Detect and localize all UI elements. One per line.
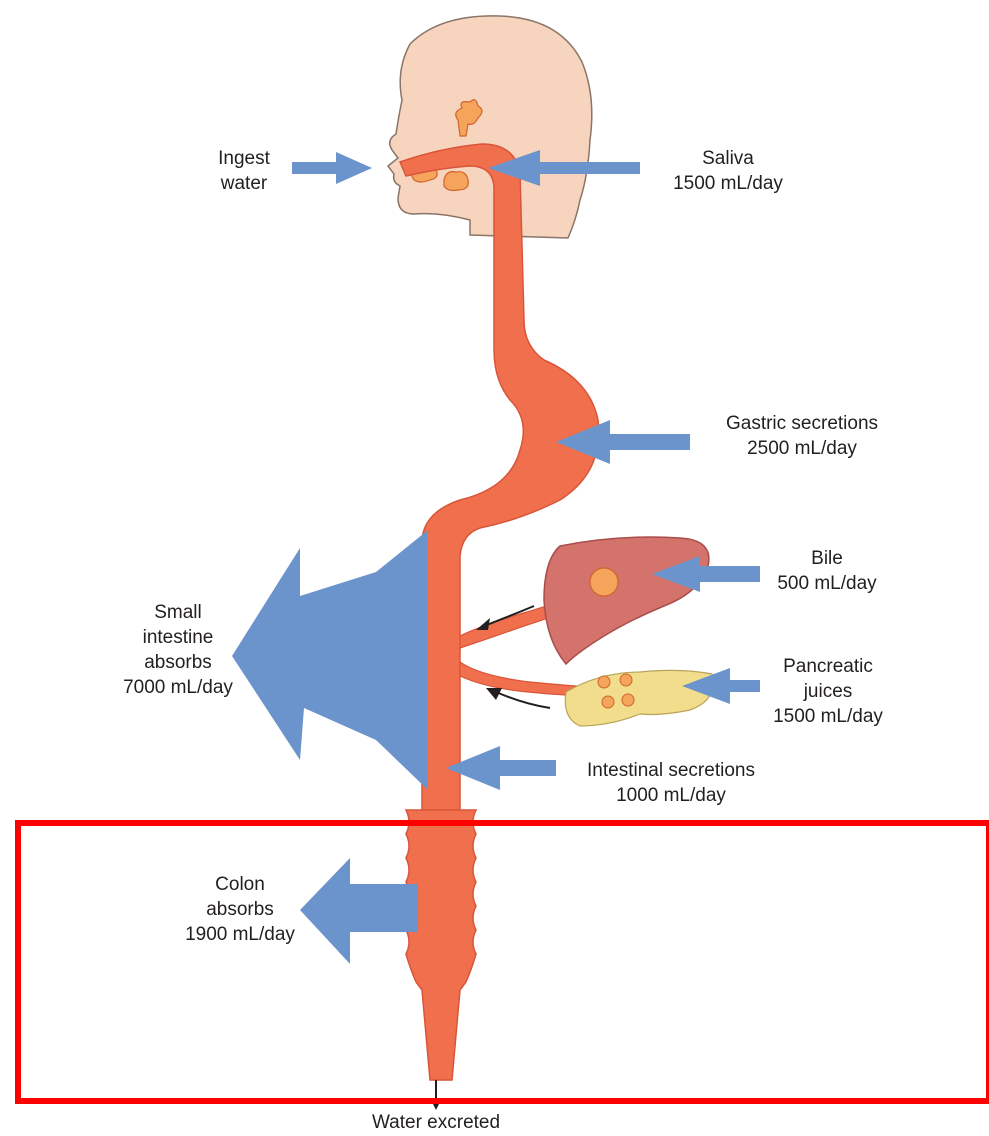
- pancreatic-label-line-3: 1500 mL/day: [748, 704, 908, 729]
- saliva-label: Saliva 1500 mL/day: [648, 146, 808, 196]
- intestinal-label-line-2: 1000 mL/day: [556, 783, 786, 808]
- small-intestine-label-line-1: Small: [100, 600, 256, 625]
- colon-label: Colon absorbs 1900 mL/day: [166, 872, 314, 947]
- ingest-label-line-2: water: [196, 171, 292, 196]
- ingest-label: Ingest water: [196, 146, 292, 196]
- colon-label-line-3: 1900 mL/day: [166, 922, 314, 947]
- gastric-label: Gastric secretions 2500 mL/day: [692, 411, 912, 461]
- saliva-label-line-1: Saliva: [648, 146, 808, 171]
- small-intestine-absorption-arrow: [232, 530, 428, 790]
- colon-label-line-1: Colon: [166, 872, 314, 897]
- saliva-label-line-2: 1500 mL/day: [648, 171, 808, 196]
- pancreatic-label: Pancreatic juices 1500 mL/day: [748, 654, 908, 729]
- pancreatic-label-line-1: Pancreatic: [748, 654, 908, 679]
- bile-label-line-1: Bile: [752, 546, 902, 571]
- pancreatic-label-line-2: juices: [748, 679, 908, 704]
- colon: [406, 810, 476, 1080]
- bile-flow-arrowhead: [476, 618, 490, 630]
- small-intestine-label-line-2: intestine: [100, 625, 256, 650]
- small-intestine-label-line-3: absorbs: [100, 650, 256, 675]
- bile-label-line-2: 500 mL/day: [752, 571, 902, 596]
- gastric-label-line-2: 2500 mL/day: [692, 436, 912, 461]
- colon-label-line-2: absorbs: [166, 897, 314, 922]
- gastric-label-line-1: Gastric secretions: [692, 411, 912, 436]
- colon-absorption-arrow: [300, 858, 418, 964]
- pancreas-organ: [565, 670, 713, 726]
- bile-label: Bile 500 mL/day: [752, 546, 902, 596]
- excreted-label: Water excreted: [336, 1110, 536, 1135]
- intestinal-label-line-1: Intestinal secretions: [556, 758, 786, 783]
- small-intestine-label-line-4: 7000 mL/day: [100, 675, 256, 700]
- ingest-label-line-1: Ingest: [196, 146, 292, 171]
- excreted-label-line-1: Water excreted: [336, 1110, 536, 1135]
- highlight-box: [18, 823, 989, 1101]
- liver-organ: [544, 537, 709, 664]
- head-silhouette: [388, 16, 592, 238]
- ingest-arrow: [292, 152, 372, 184]
- intestinal-label: Intestinal secretions 1000 mL/day: [556, 758, 786, 808]
- small-intestine-label: Small intestine absorbs 7000 mL/day: [100, 600, 256, 700]
- intestinal-secretions-arrow: [446, 746, 556, 790]
- pancreatic-flow-arrow: [496, 692, 550, 708]
- gallbladder: [590, 568, 618, 596]
